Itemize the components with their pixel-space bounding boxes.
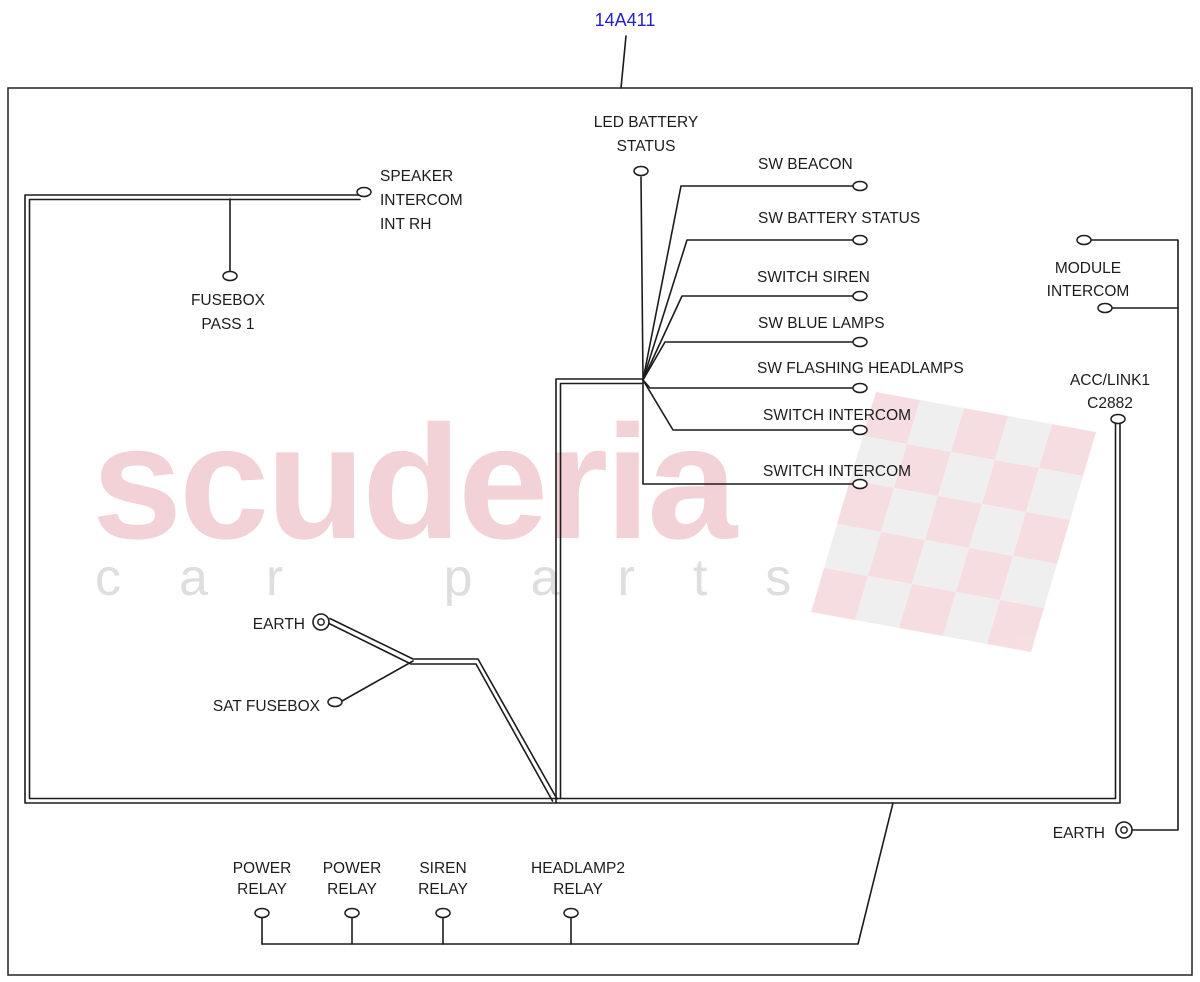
connector-speaker-intercom — [356, 186, 372, 198]
label-line: RELAY — [327, 881, 377, 898]
flag-cell — [925, 496, 982, 548]
label-power-relay-1: POWER RELAY — [233, 860, 292, 898]
connector-led-battery-status — [633, 165, 649, 177]
watermark-text-main: scuderia — [92, 392, 739, 573]
led-battery-stem-wire — [640, 176, 644, 380]
label-sw-beacon: SW BEACON — [758, 156, 853, 173]
label-earth-right: EARTH — [1053, 825, 1105, 842]
label-line: INTERCOM — [380, 192, 463, 209]
label-line: FUSEBOX — [191, 292, 266, 309]
label-sw-battery-status: SW BATTERY STATUS — [758, 210, 920, 227]
label-headlamp2-relay: HEADLAMP2 RELAY — [531, 860, 625, 898]
flag-cell — [894, 444, 951, 496]
flag-cell — [899, 584, 956, 636]
label-sat-fusebox: SAT FUSEBOX — [213, 698, 321, 715]
label-led-battery-status: LED BATTERY STATUS — [594, 114, 699, 155]
flag-cell — [881, 488, 938, 540]
label-module-intercom: MODULE INTERCOM — [1047, 260, 1130, 300]
label-switch-intercom-1: SWITCH INTERCOM — [763, 407, 911, 424]
flag-cell — [969, 504, 1026, 556]
label-line: INTERCOM — [1047, 283, 1130, 300]
earth-left-ring-terminal — [312, 613, 330, 631]
connector-power-relay-2 — [344, 907, 360, 919]
label-earth-left: EARTH — [253, 616, 305, 633]
flag-cell — [982, 460, 1039, 512]
label-sw-flashing-headlamps: SW FLASHING HEADLAMPS — [757, 360, 964, 377]
connector-switch-intercom-1 — [852, 424, 868, 436]
switch-fanout-wires — [642, 185, 854, 485]
connector-switch-siren — [852, 290, 868, 302]
flag-cell — [995, 416, 1052, 468]
label-sw-blue-lamps: SW BLUE LAMPS — [758, 315, 885, 332]
relay-bus-wires — [261, 802, 894, 945]
label-line: HEADLAMP2 — [531, 860, 625, 877]
connector-sw-beacon — [852, 180, 868, 192]
label-siren-relay: SIREN RELAY — [418, 860, 468, 898]
module-intercom-top-wire — [1090, 239, 1179, 831]
label-line: ACC/LINK1 — [1070, 372, 1150, 389]
flag-cell — [811, 568, 868, 620]
sat-fusebox-wire — [341, 660, 414, 702]
label-line: POWER — [323, 860, 382, 877]
label-fusebox-pass1: FUSEBOX PASS 1 — [191, 292, 266, 333]
earth-right-ring-terminal — [1115, 821, 1133, 839]
label-acc-link1: ACC/LINK1 C2882 — [1070, 372, 1150, 412]
label-line: POWER — [233, 860, 292, 877]
connector-acc-link1 — [1110, 413, 1126, 425]
diagram-border — [7, 87, 1193, 976]
watermark-flag — [811, 392, 1096, 652]
flag-cell — [987, 600, 1044, 652]
label-line: PASS 1 — [201, 316, 254, 333]
flag-cell — [855, 576, 912, 628]
connector-sw-blue-lamps — [852, 336, 868, 348]
label-switch-intercom-2: SWITCH INTERCOM — [763, 463, 911, 480]
connector-module-intercom-bottom — [1097, 302, 1113, 314]
watermark: scuderia car parts — [92, 392, 1096, 652]
connector-power-relay-1 — [254, 907, 270, 919]
label-line: STATUS — [617, 138, 676, 155]
watermark-text-sub: car parts — [95, 549, 849, 607]
earth-left-wire — [328, 617, 558, 802]
connector-headlamp2-relay — [563, 907, 579, 919]
flag-cell — [956, 548, 1013, 600]
label-line: RELAY — [553, 881, 603, 898]
connector-module-intercom-top — [1076, 234, 1092, 246]
flag-cell — [824, 524, 881, 576]
label-line: C2882 — [1087, 395, 1133, 412]
connector-sw-battery-status — [852, 234, 868, 246]
main-harness-loop — [24, 194, 1121, 804]
flag-cell — [943, 592, 1000, 644]
label-power-relay-2: POWER RELAY — [323, 860, 382, 898]
flag-cell — [863, 392, 920, 444]
label-line: SIREN — [419, 860, 466, 877]
flag-cell — [1039, 424, 1096, 476]
connector-sat-fusebox — [327, 696, 343, 708]
label-line: LED BATTERY — [594, 114, 699, 131]
flag-cell — [1026, 468, 1083, 520]
middle-branch-wire — [555, 378, 644, 804]
connector-sw-flashing-headlamps — [852, 382, 868, 394]
label-line: MODULE — [1055, 260, 1121, 277]
connector-fusebox-pass1 — [222, 270, 238, 282]
label-speaker-intercom: SPEAKER INTERCOM INT RH — [380, 168, 463, 233]
label-line: RELAY — [237, 881, 287, 898]
connector-switch-intercom-2 — [852, 478, 868, 490]
label-line: SPEAKER — [380, 168, 453, 185]
flag-cell — [938, 452, 995, 504]
label-switch-siren: SWITCH SIREN — [757, 269, 870, 286]
flag-cell — [912, 540, 969, 592]
title-leader-line — [620, 35, 627, 89]
flag-cell — [868, 532, 925, 584]
flag-cell — [1013, 512, 1070, 564]
flag-cell — [951, 408, 1008, 460]
part-number-title[interactable]: 14A411 — [595, 10, 656, 30]
label-line: RELAY — [418, 881, 468, 898]
flag-cell — [837, 480, 894, 532]
flag-cell — [850, 436, 907, 488]
label-line: INT RH — [380, 216, 431, 233]
flag-cell — [1000, 556, 1057, 608]
connector-siren-relay — [435, 907, 451, 919]
flag-cell — [907, 400, 964, 452]
